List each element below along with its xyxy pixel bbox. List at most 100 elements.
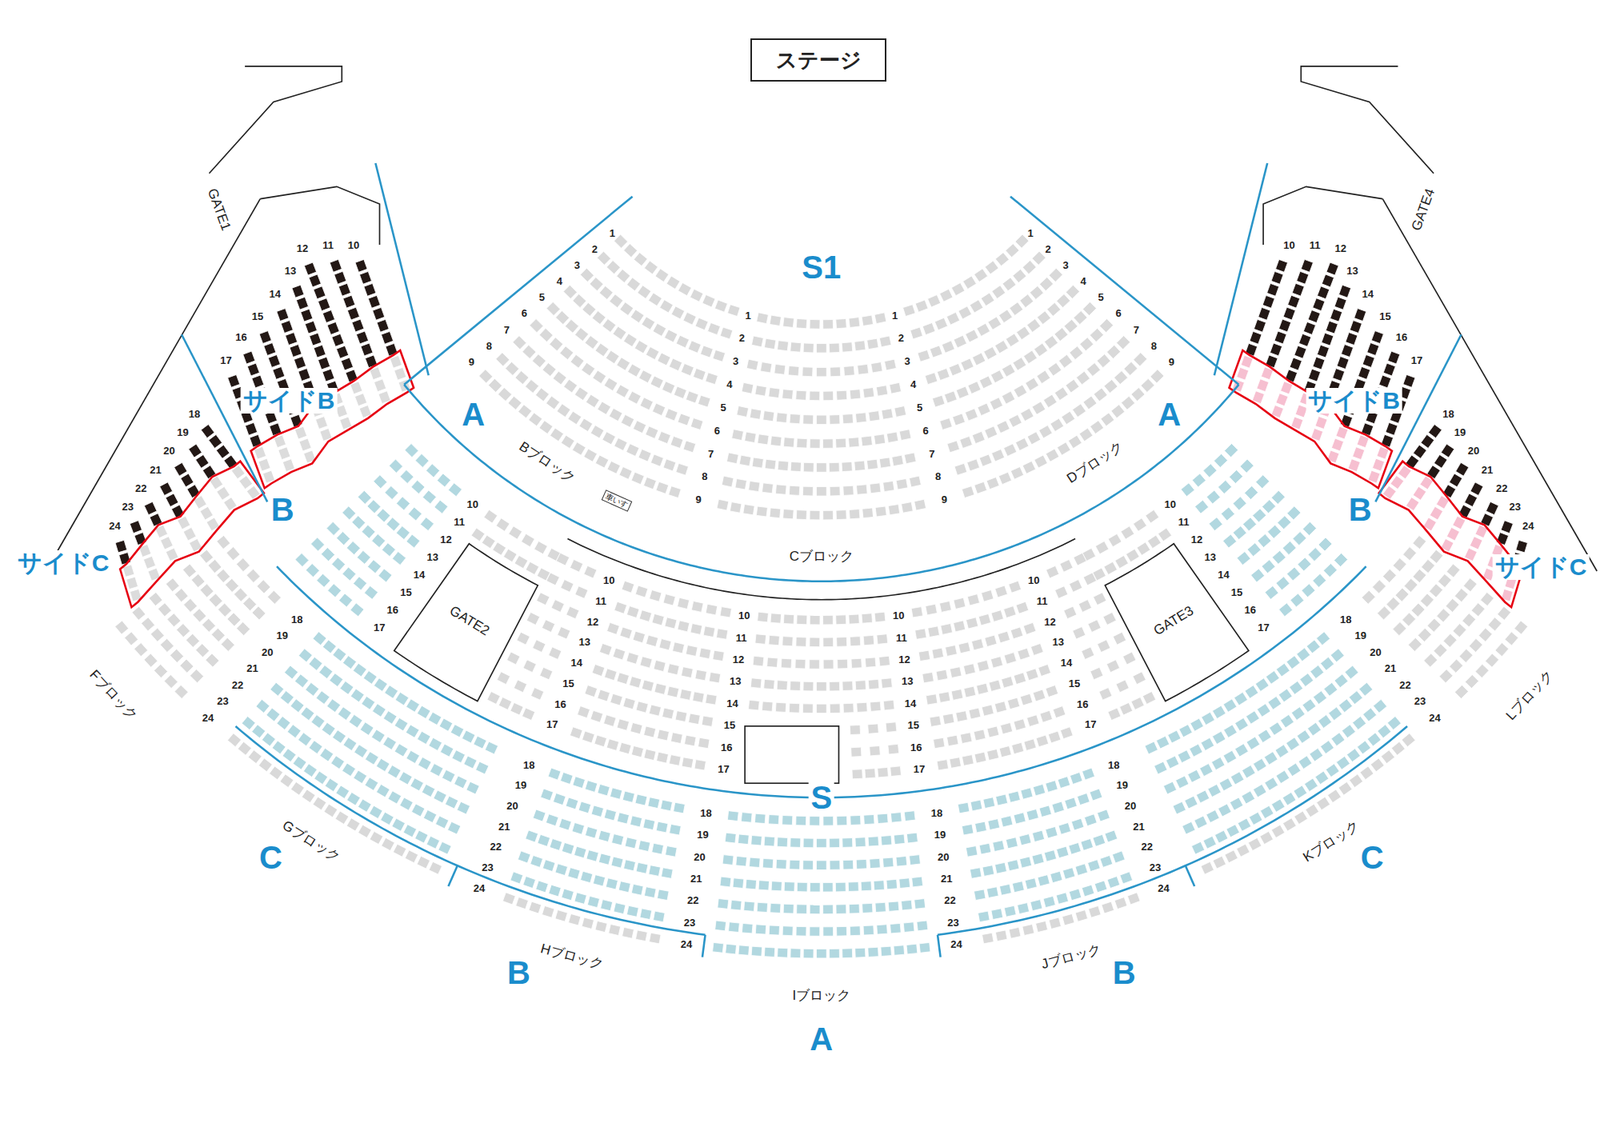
seat	[1469, 536, 1483, 550]
seat	[645, 426, 659, 440]
seat	[1331, 438, 1344, 452]
row-number: 16	[1244, 604, 1256, 616]
seat	[1305, 804, 1320, 818]
seat	[282, 459, 295, 472]
seat	[873, 880, 885, 891]
seat	[607, 622, 620, 635]
seat	[695, 317, 708, 331]
row-number: 11	[1309, 240, 1321, 251]
seat	[574, 846, 587, 859]
seat	[1056, 892, 1068, 904]
seat	[293, 356, 306, 370]
seat	[922, 322, 936, 335]
row-number: 7	[504, 324, 510, 335]
seat	[863, 635, 875, 645]
seat	[1234, 692, 1248, 706]
seat	[942, 713, 955, 725]
seat	[300, 707, 315, 721]
seat	[1024, 878, 1037, 890]
seat	[822, 439, 833, 449]
seat	[823, 391, 834, 401]
seat	[526, 612, 540, 625]
seat	[940, 288, 954, 302]
seat	[1043, 896, 1056, 908]
seat	[1332, 368, 1345, 382]
row-number: 21	[498, 820, 510, 832]
seat	[381, 543, 396, 557]
seat	[1120, 872, 1133, 884]
row-number: 21	[246, 663, 258, 674]
seat	[532, 354, 546, 368]
row-number: 17	[220, 355, 232, 366]
seat	[1106, 660, 1120, 673]
seat	[1114, 371, 1128, 385]
row-number: 15	[252, 311, 264, 322]
seat	[577, 706, 591, 719]
seat	[756, 312, 769, 324]
seat	[889, 382, 902, 394]
seat	[664, 617, 677, 629]
row-number: 16	[720, 741, 732, 752]
row-number: 14	[1361, 288, 1373, 300]
seat	[1005, 837, 1018, 849]
seat	[1388, 351, 1400, 364]
seat	[174, 462, 188, 476]
seat	[1052, 706, 1066, 719]
seat	[697, 395, 711, 408]
seat	[1316, 344, 1329, 358]
seat	[339, 593, 353, 608]
seat	[912, 876, 924, 888]
seat	[565, 797, 579, 810]
seat	[816, 860, 827, 870]
seat	[619, 742, 632, 754]
seat	[590, 425, 604, 439]
seat	[1008, 580, 1022, 593]
seat	[164, 674, 178, 688]
seat	[416, 731, 431, 744]
seat	[216, 535, 231, 549]
seat	[643, 819, 656, 831]
seat	[1383, 363, 1396, 376]
seat	[609, 294, 624, 308]
seat	[690, 418, 704, 431]
seat	[1084, 814, 1097, 827]
seat	[200, 424, 215, 439]
seat	[1236, 552, 1251, 566]
row-number: 7	[928, 448, 935, 459]
seat	[224, 455, 238, 469]
row-number: 4	[726, 379, 732, 390]
seat	[586, 850, 599, 862]
seat	[901, 900, 913, 911]
row-number: 9	[941, 494, 948, 505]
seat	[1036, 311, 1051, 325]
row-number: 10	[467, 498, 479, 509]
seat	[358, 824, 372, 838]
seat	[192, 608, 207, 623]
seat	[403, 824, 417, 838]
seat	[705, 694, 717, 705]
seat	[507, 652, 521, 665]
seat	[1330, 308, 1343, 322]
seat	[1371, 331, 1384, 344]
seat	[428, 737, 443, 751]
seat	[1001, 676, 1014, 689]
seat	[556, 404, 571, 418]
seat	[963, 276, 977, 289]
seat	[594, 735, 608, 748]
seat	[340, 416, 352, 430]
seat	[648, 932, 661, 944]
row-number: 23	[122, 500, 134, 512]
seat	[560, 772, 573, 784]
seat	[556, 311, 570, 325]
seat	[532, 809, 546, 822]
seat	[438, 841, 452, 855]
seat	[290, 414, 303, 428]
seat	[641, 316, 656, 330]
seat	[364, 585, 378, 600]
seat	[1454, 684, 1468, 699]
seat	[1264, 585, 1279, 600]
seat	[1296, 271, 1309, 284]
seat	[983, 797, 996, 809]
seat	[740, 812, 752, 824]
seat	[335, 404, 348, 418]
